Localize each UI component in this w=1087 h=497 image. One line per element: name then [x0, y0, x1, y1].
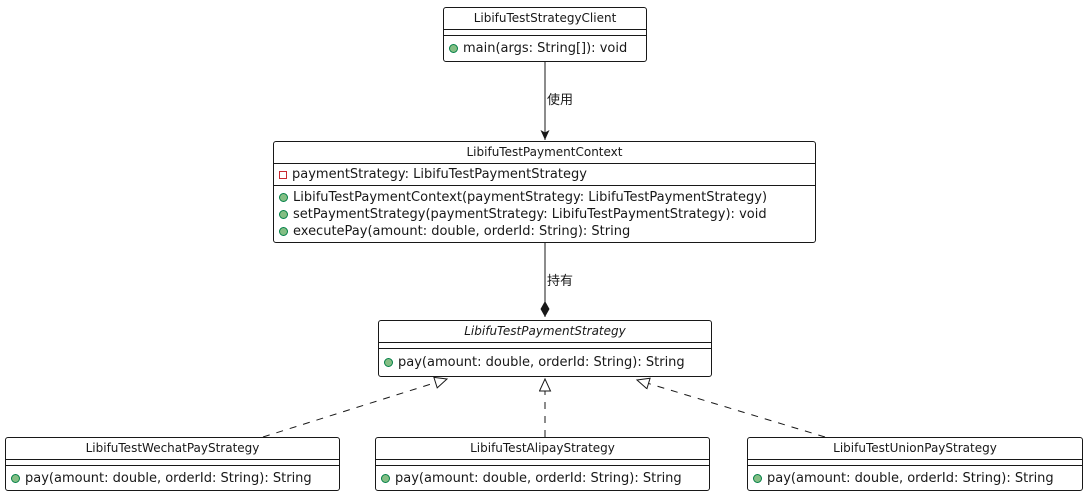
class-title: LibifuTestPaymentStrategy: [464, 324, 626, 338]
class-box-context: LibifuTestPaymentContext paymentStrategy…: [273, 141, 816, 243]
method-label: executePay(amount: double, orderId: Stri…: [293, 223, 631, 239]
method-row: LibifuTestPaymentContext(paymentStrategy…: [279, 189, 810, 206]
class-title: LibifuTestStrategyClient: [473, 11, 617, 25]
class-box-alipay: LibifuTestAlipayStrategy pay(amount: dou…: [375, 437, 710, 491]
class-title: LibifuTestWechatPayStrategy: [85, 441, 260, 455]
method-row: pay(amount: double, orderId: String): St…: [381, 470, 704, 487]
public-method-icon: [279, 226, 288, 236]
public-method-icon: [279, 192, 288, 202]
class-box-strategy: LibifuTestPaymentStrategy pay(amount: do…: [378, 320, 712, 377]
method-row: main(args: String[]): void: [449, 40, 641, 57]
methods-compartment: pay(amount: double, orderId: String): St…: [379, 349, 711, 376]
public-method-icon: [279, 209, 288, 219]
private-field-icon: [279, 170, 287, 179]
method-row: setPaymentStrategy(paymentStrategy: Libi…: [279, 206, 810, 223]
edge-wechat-strategy: [262, 379, 447, 438]
fields-compartment: [444, 29, 646, 36]
edge-label-use: 使用: [547, 93, 574, 108]
fields-compartment: [6, 459, 339, 466]
methods-compartment: main(args: String[]): void: [444, 36, 646, 61]
fields-compartment: [748, 459, 1082, 466]
method-row: executePay(amount: double, orderId: Stri…: [279, 223, 810, 240]
field-row: paymentStrategy: LibifuTestPaymentStrate…: [279, 166, 810, 183]
methods-compartment: pay(amount: double, orderId: String): St…: [6, 466, 339, 490]
methods-compartment: pay(amount: double, orderId: String): St…: [376, 466, 709, 490]
method-label: pay(amount: double, orderId: String): St…: [25, 470, 312, 486]
fields-compartment: [376, 459, 709, 466]
edge-label-hold: 持有: [547, 274, 574, 289]
methods-compartment: LibifuTestPaymentContext(paymentStrategy…: [274, 186, 815, 242]
method-label: setPaymentStrategy(paymentStrategy: Libi…: [293, 206, 767, 222]
class-box-union: LibifuTestUnionPayStrategy pay(amount: d…: [747, 437, 1083, 491]
method-label: LibifuTestPaymentContext(paymentStrategy…: [293, 189, 768, 205]
method-label: pay(amount: double, orderId: String): St…: [395, 470, 682, 486]
class-title: LibifuTestPaymentContext: [466, 145, 623, 159]
public-method-icon: [449, 44, 458, 53]
public-method-icon: [384, 358, 393, 367]
edge-union-strategy: [637, 380, 826, 438]
method-label: main(args: String[]): void: [463, 41, 628, 56]
class-box-client: LibifuTestStrategyClient main(args: Stri…: [443, 7, 647, 62]
method-row: pay(amount: double, orderId: String): St…: [384, 354, 706, 371]
field-label: paymentStrategy: LibifuTestPaymentStrate…: [292, 167, 587, 182]
fields-compartment: paymentStrategy: LibifuTestPaymentStrate…: [274, 163, 815, 186]
public-method-icon: [381, 473, 390, 483]
method-row: pay(amount: double, orderId: String): St…: [11, 470, 334, 487]
public-method-icon: [753, 473, 762, 483]
fields-compartment: [379, 342, 711, 349]
public-method-icon: [11, 473, 20, 483]
methods-compartment: pay(amount: double, orderId: String): St…: [748, 466, 1082, 490]
class-title: LibifuTestUnionPayStrategy: [833, 441, 997, 455]
method-label: pay(amount: double, orderId: String): St…: [398, 355, 685, 370]
method-row: pay(amount: double, orderId: String): St…: [753, 470, 1077, 487]
class-box-wechat: LibifuTestWechatPayStrategy pay(amount: …: [5, 437, 340, 491]
class-title: LibifuTestAlipayStrategy: [470, 441, 615, 455]
method-label: pay(amount: double, orderId: String): St…: [767, 470, 1054, 486]
